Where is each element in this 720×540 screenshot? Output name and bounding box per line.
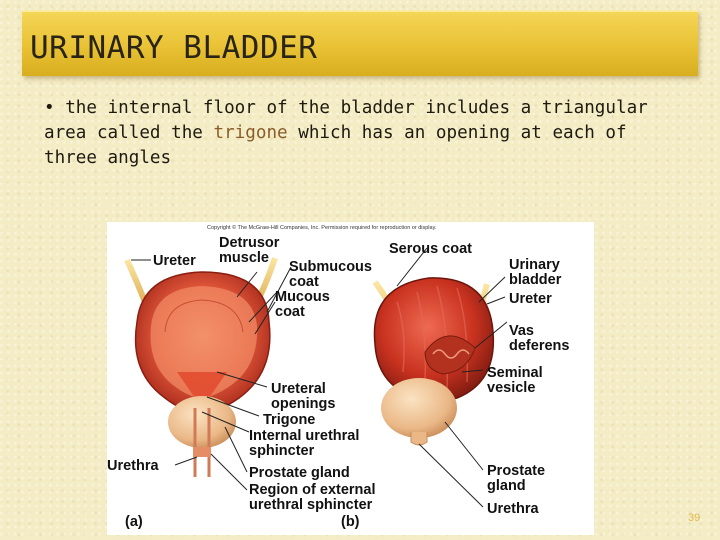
label-trigone: Trigone <box>263 412 316 428</box>
prostate-b <box>381 378 457 438</box>
label-internal-urethral-sphincter: Internal urethral sphincter <box>249 428 360 459</box>
label-prostate-gland-b: Prostate gland <box>487 463 546 494</box>
label-vas-deferens: Vas deferens <box>509 323 570 354</box>
panel-b-label: (b) <box>341 514 360 530</box>
label-prostate-gland-a: Prostate gland <box>249 465 350 481</box>
ureter-a-left <box>124 258 148 304</box>
prostate-a <box>168 396 236 448</box>
seminal-vesicle-shape <box>424 335 476 375</box>
label-urethra-a: Urethra <box>107 458 159 474</box>
copyright-notice: Copyright © The McGraw-Hill Companies, I… <box>207 225 437 231</box>
label-ureter-a: Ureter <box>153 253 196 269</box>
slide-title: URINARY BLADDER <box>30 30 318 66</box>
body-text-end: which has an opening at each of three an… <box>44 123 627 168</box>
label-urinary-bladder: Urinary bladder <box>509 257 562 288</box>
label-detrusor-muscle: Detrusor muscle <box>219 235 280 266</box>
bladder-illustration <box>124 247 508 508</box>
title-bar: URINARY BLADDER <box>22 10 698 76</box>
leader-lines <box>131 247 508 508</box>
panel-a-label: (a) <box>125 514 143 530</box>
bladder-section-a <box>124 257 278 477</box>
bladder-exterior-b <box>372 277 495 446</box>
body-text-start: the internal floor of the bladder includ… <box>44 98 648 143</box>
label-ureter-b: Ureter <box>509 291 552 307</box>
trigone-highlight: trigone <box>213 123 288 143</box>
label-serous-coat: Serous coat <box>389 241 472 257</box>
bullet: • <box>44 98 55 118</box>
label-ureteral-openings: Ureteral openings <box>271 381 336 412</box>
body-text: • the internal floor of the bladder incl… <box>44 96 684 171</box>
label-seminal-vesicle: Seminal vesicle <box>487 365 543 396</box>
label-region-external-sphincter: Region of external urethral sphincter <box>249 482 376 513</box>
page-number: 39 <box>688 512 701 524</box>
label-urethra-b: Urethra <box>487 501 539 517</box>
label-submucous-coat: Submucous coat <box>289 259 372 290</box>
bladder-figure: Copyright © The McGraw-Hill Companies, I… <box>107 222 594 535</box>
label-mucous-coat: Mucous coat <box>275 289 330 320</box>
